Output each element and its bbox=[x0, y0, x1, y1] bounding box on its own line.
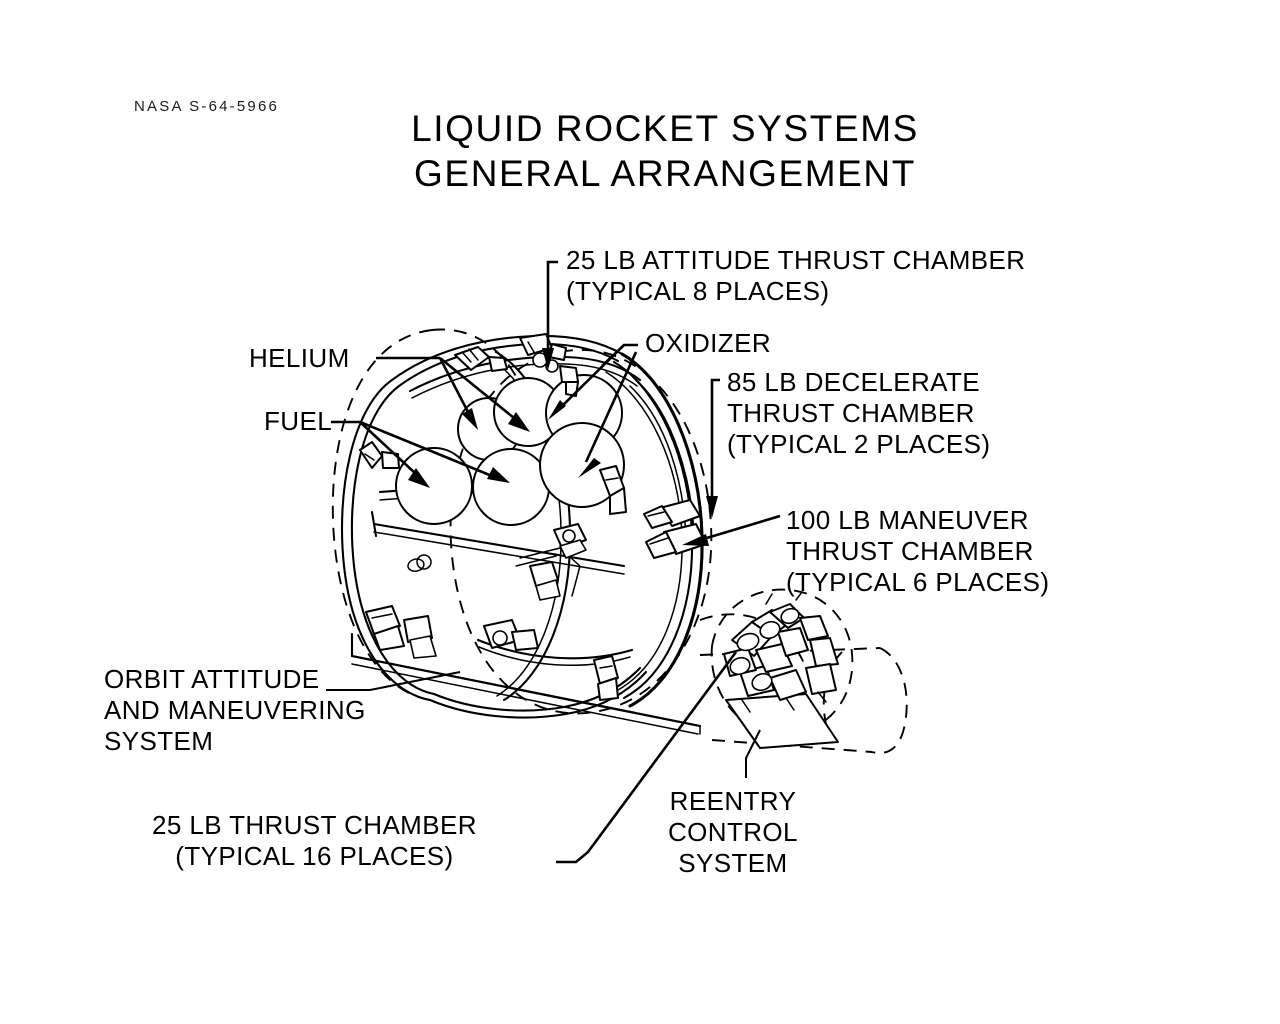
callout-helium: HELIUM bbox=[249, 343, 350, 374]
reentry-control-system-cluster bbox=[710, 588, 854, 749]
callout-oxidizer: OXIDIZER bbox=[645, 328, 771, 359]
leader-maneuver-thrust-chamber bbox=[682, 514, 781, 546]
propellant-tanks bbox=[395, 374, 625, 526]
callout-line: ORBIT ATTITUDE bbox=[104, 664, 320, 694]
leader-decelerate-thrust-chamber bbox=[706, 378, 720, 518]
callout-line: (TYPICAL 2 PLACES) bbox=[727, 429, 991, 459]
callout-line: CONTROL bbox=[668, 817, 798, 847]
callout-line: 100 LB MANEUVER bbox=[786, 505, 1029, 535]
callout-fuel: FUEL bbox=[264, 406, 332, 437]
leader-orbit-attitude-maneuvering-system bbox=[326, 671, 461, 691]
callout-decelerate-thrust-chamber: 85 LB DECELERATE THRUST CHAMBER (TYPICAL… bbox=[727, 367, 990, 460]
callout-line: THRUST CHAMBER bbox=[727, 398, 975, 428]
title-line-2: GENERAL ARRANGEMENT bbox=[414, 153, 916, 194]
callout-line: AND MANEUVERING bbox=[104, 695, 366, 725]
callout-line: 25 LB ATTITUDE THRUST CHAMBER bbox=[566, 245, 1026, 275]
leader-reentry-control-system bbox=[745, 729, 761, 778]
thrust-chamber bbox=[553, 523, 587, 559]
thrust-chamber bbox=[529, 561, 561, 601]
leader-oxidizer bbox=[548, 343, 638, 478]
callout-line: FUEL bbox=[264, 406, 333, 436]
document-id-code: NASA S-64-5966 bbox=[134, 98, 280, 115]
thrust-chamber bbox=[599, 465, 627, 515]
callout-line: (TYPICAL 6 PLACES) bbox=[786, 567, 1050, 597]
callout-line: OXIDIZER bbox=[645, 328, 771, 358]
callout-line: 25 LB THRUST CHAMBER bbox=[152, 810, 477, 840]
leader-thrust-chamber-25lb bbox=[556, 651, 738, 864]
callout-line: HELIUM bbox=[249, 343, 350, 373]
thrust-chamber bbox=[593, 655, 619, 701]
page-title: LIQUID ROCKET SYSTEMS GENERAL ARRANGEMEN… bbox=[0, 106, 1280, 196]
title-line-1: LIQUID ROCKET SYSTEMS bbox=[411, 108, 919, 149]
callout-line: (TYPICAL 8 PLACES) bbox=[566, 276, 830, 306]
leader-attitude-thrust-chamber bbox=[542, 260, 558, 370]
decelerate-thrust-chamber bbox=[643, 499, 701, 529]
callout-reentry-control-system: REENTRY CONTROL SYSTEM bbox=[668, 786, 798, 879]
callout-orbit-attitude-maneuvering-system: ORBIT ATTITUDE AND MANEUVERING SYSTEM bbox=[104, 664, 366, 757]
callout-attitude-thrust-chamber: 25 LB ATTITUDE THRUST CHAMBER (TYPICAL 8… bbox=[566, 245, 1025, 307]
thrust-chamber bbox=[365, 605, 405, 651]
leader-fuel bbox=[331, 420, 510, 488]
callout-line: SYSTEM bbox=[104, 726, 214, 756]
thrust-chambers-oams bbox=[359, 333, 707, 701]
thrust-chamber bbox=[403, 615, 437, 659]
callout-line: THRUST CHAMBER bbox=[786, 536, 1034, 566]
thrust-chamber bbox=[454, 346, 508, 372]
module-support-rail bbox=[350, 632, 702, 735]
callout-line: SYSTEM bbox=[678, 848, 788, 878]
leader-helium bbox=[376, 356, 530, 432]
callout-maneuver-thrust-chamber: 100 LB MANEUVER THRUST CHAMBER (TYPICAL … bbox=[786, 505, 1049, 598]
thrust-chamber bbox=[483, 619, 539, 651]
thrust-chamber bbox=[559, 365, 579, 397]
thrust-chamber bbox=[359, 441, 400, 469]
callout-line: 85 LB DECELERATE bbox=[727, 367, 981, 397]
callout-thrust-chamber-25lb: 25 LB THRUST CHAMBER (TYPICAL 16 PLACES) bbox=[152, 810, 477, 872]
maneuver-thrust-chamber bbox=[645, 523, 707, 559]
callout-line: (TYPICAL 16 PLACES) bbox=[175, 841, 454, 871]
callout-line: REENTRY bbox=[669, 786, 797, 816]
